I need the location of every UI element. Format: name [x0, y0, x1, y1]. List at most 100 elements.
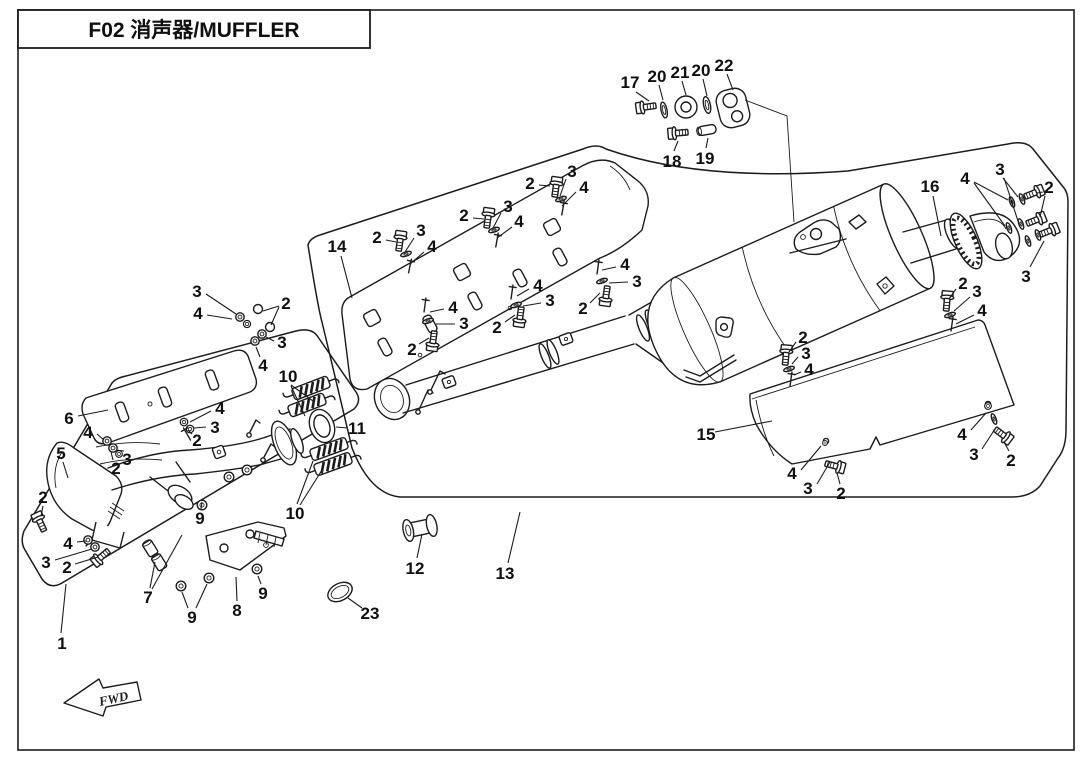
callout-2: 2 [836, 484, 845, 503]
callout-leader-3 [559, 178, 567, 197]
callout-3: 3 [416, 221, 425, 240]
bracket-7-spacers [141, 539, 168, 572]
callout-2: 2 [192, 431, 201, 450]
callout-leader-4 [973, 181, 1009, 201]
callout-leader-10 [290, 385, 306, 417]
callout-leader-3 [404, 237, 415, 253]
callout-4: 4 [977, 301, 987, 320]
heat-shield-15 [749, 319, 1015, 465]
callout-leader-4 [800, 445, 822, 471]
nut-9 [251, 563, 263, 575]
callout-2: 2 [492, 318, 501, 337]
callout-leader-4 [409, 251, 425, 265]
callout-4: 4 [579, 178, 589, 197]
callout-leader-4 [970, 412, 987, 431]
callout-16: 16 [921, 177, 940, 196]
callout-leader-2 [187, 429, 193, 435]
callout-3: 3 [969, 445, 978, 464]
callout-4: 4 [533, 276, 543, 295]
callout-4: 4 [787, 464, 797, 483]
callout-3: 3 [567, 162, 576, 181]
callout-10: 10 [279, 367, 298, 386]
callout-leader-7 [149, 561, 156, 589]
page-border [17, 9, 1075, 751]
callout-leader-3 [1029, 240, 1045, 268]
callout-leader-23 [347, 597, 363, 609]
callout-2: 2 [62, 558, 71, 577]
main-assembly-boundary [307, 142, 1069, 498]
callout-leader-9 [195, 583, 208, 609]
muffler-side-bracket [876, 276, 895, 295]
callout-leader-4 [429, 308, 445, 313]
callout-3: 3 [801, 344, 810, 363]
callout-7: 7 [143, 588, 152, 607]
flange-nut [223, 471, 235, 483]
callout-4: 4 [448, 298, 458, 317]
callout-3: 3 [995, 160, 1004, 179]
callout-leader-3 [115, 449, 125, 452]
spring-pin [415, 370, 446, 415]
fwd-direction-arrow: FWD [63, 678, 142, 717]
bolt-18 [666, 124, 690, 142]
muffler-mount-bracket [789, 219, 847, 256]
callout-leader-2 [262, 305, 280, 312]
callout-3: 3 [210, 418, 219, 437]
nut-9 [203, 572, 215, 584]
callout-leader-13 [507, 511, 521, 564]
callout-leader-2 [788, 341, 797, 353]
callout-leader-2 [504, 314, 516, 323]
callout-leader-3 [54, 548, 93, 561]
callout-leader-3 [193, 426, 207, 429]
callout-leader-4 [206, 314, 233, 320]
front-pipe-boundary [21, 329, 360, 587]
callout-4: 4 [258, 356, 268, 375]
collector-pipe [107, 419, 304, 511]
callout-3: 3 [41, 553, 50, 572]
callout-22: 22 [715, 56, 734, 75]
muffler-front-bracket [715, 316, 734, 338]
callout-leader-15 [714, 420, 773, 433]
callout-leader-4 [955, 314, 975, 325]
washer-20a [659, 101, 669, 119]
callout-leader-4 [496, 226, 513, 239]
callout-leader-4 [189, 410, 212, 423]
washer-20b-hole [704, 99, 710, 111]
callout-leader-14 [340, 255, 353, 299]
callout-3: 3 [1021, 267, 1030, 286]
bushing-12 [402, 513, 438, 543]
callout-2: 2 [958, 274, 967, 293]
callout-leader-9 [200, 501, 203, 510]
callout-leader-3 [205, 293, 237, 315]
callout-leader-2 [74, 556, 99, 565]
callout-19: 19 [696, 149, 715, 168]
callout-3: 3 [459, 314, 468, 333]
callout-leader-2 [110, 451, 114, 461]
callout-leader-21 [681, 80, 687, 96]
callout-leader-4 [601, 266, 617, 271]
callout-23: 23 [361, 604, 380, 623]
callout-leader-10 [296, 460, 314, 505]
callout-leader-3 [522, 302, 542, 307]
callout-9: 9 [258, 584, 267, 603]
callout-3: 3 [632, 272, 641, 291]
callout-18: 18 [663, 152, 682, 171]
callout-leader-2 [1003, 441, 1010, 452]
muffler-body-group [647, 183, 935, 386]
o-ring-23 [327, 581, 353, 603]
callout-leader-17 [635, 91, 650, 102]
callout-leader-5 [62, 461, 69, 479]
callout-leader-2 [948, 288, 957, 300]
callout-leader-4 [96, 433, 105, 441]
hanger-bracket-22 [715, 87, 751, 129]
callout-leader-4 [973, 182, 1006, 227]
callout-leader-4 [76, 540, 87, 543]
callout-5: 5 [56, 444, 65, 463]
callout-leader-2 [1036, 191, 1044, 194]
callout-leader-2 [270, 306, 280, 326]
callout-2: 2 [407, 340, 416, 359]
flange-nut [241, 464, 253, 476]
callout-leader-4 [255, 346, 261, 358]
callout-3: 3 [192, 282, 201, 301]
callout-9: 9 [195, 509, 204, 528]
callout-leader-20 [702, 78, 708, 97]
